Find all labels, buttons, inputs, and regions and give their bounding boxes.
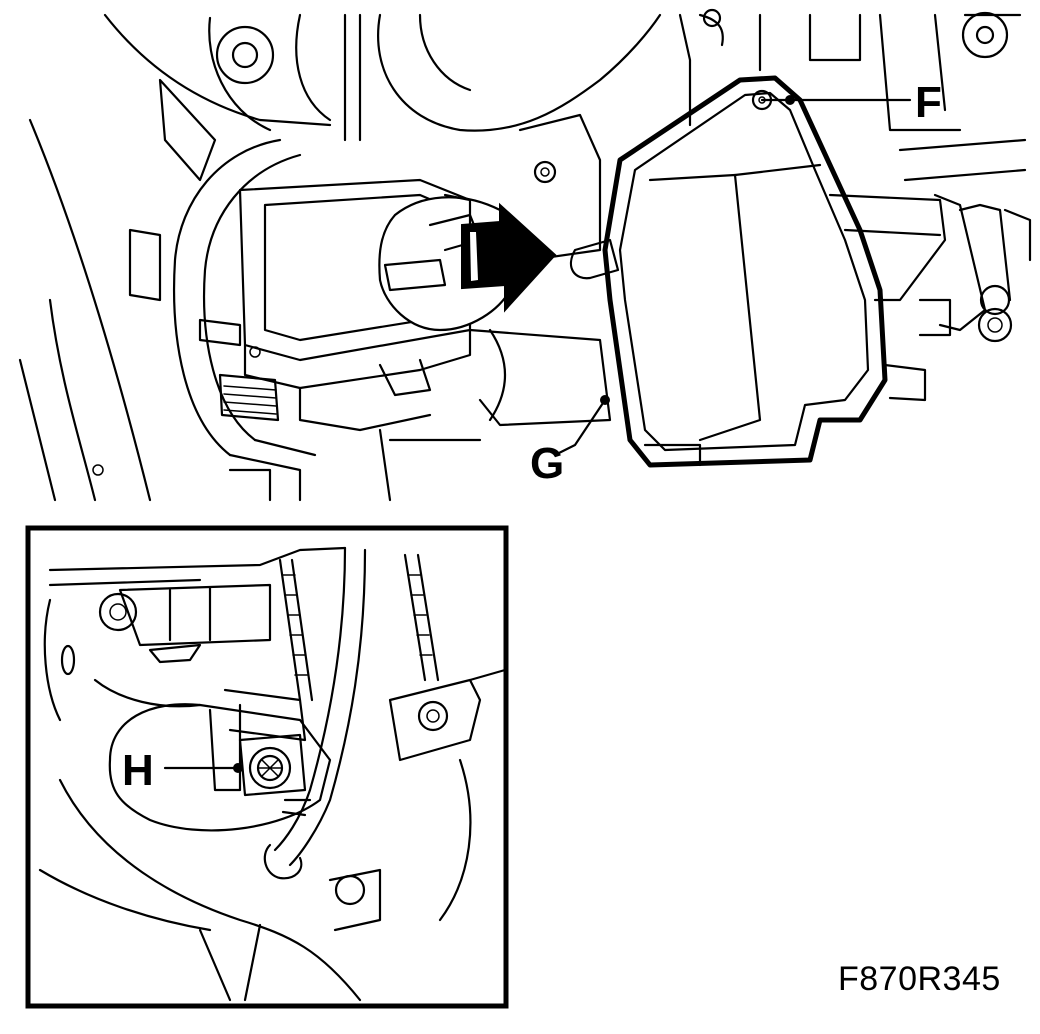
- removal-direction-arrow-icon: [461, 202, 557, 313]
- inset-left-housing: [38, 598, 362, 1002]
- engine-top-block: [103, 8, 1027, 182]
- cover-g: [569, 75, 888, 468]
- right-side-bracket: [828, 193, 1032, 402]
- callout-f-label: F: [915, 78, 942, 127]
- inset-torx-bolt-h: [248, 746, 292, 790]
- inset-frame: [25, 525, 509, 1009]
- detail-inset: H: [25, 525, 509, 1009]
- wiring-harness: [128, 138, 317, 502]
- inset-hose: [263, 546, 367, 880]
- inset-sensor-body: [108, 688, 332, 832]
- callout-g-label: G: [530, 439, 564, 488]
- inset-belt: [278, 553, 440, 702]
- callout-leader-h: [163, 763, 243, 773]
- left-body-panel: [18, 118, 152, 502]
- engine-bay-main-view: F G: [18, 8, 1032, 502]
- inset-bracket-top: [48, 546, 347, 664]
- callout-leaders-top: [553, 95, 912, 457]
- figure-code: F870R345: [838, 960, 1001, 998]
- callout-h-label: H: [122, 746, 154, 795]
- mounting-bracket: [228, 113, 612, 502]
- inset-right-clamp: [328, 668, 507, 932]
